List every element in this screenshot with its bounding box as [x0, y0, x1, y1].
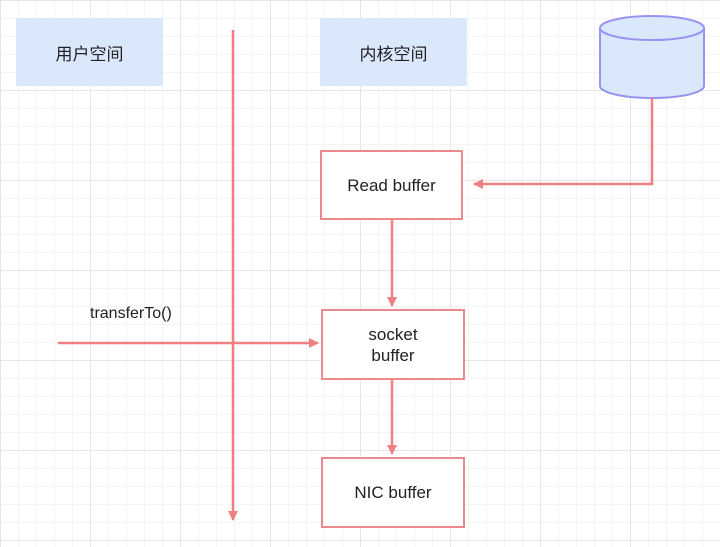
nic-buffer-label: NIC buffer [354, 483, 432, 502]
socket-buffer-label-line1: socket [368, 324, 418, 344]
user-space-text: 用户空间 [55, 44, 124, 64]
kernel-space-label: 内核空间 [320, 18, 467, 86]
socket-buffer-label-line2: buffer [371, 345, 415, 365]
disk-to-read-buffer-arrow [473, 98, 654, 189]
socket-buffer-node: socket buffer [321, 309, 465, 380]
disk-icon [599, 15, 705, 99]
nic-buffer-node: NIC buffer [321, 457, 465, 528]
kernel-space-text: 内核空间 [359, 44, 428, 64]
read-buffer-label: Read buffer [347, 175, 436, 195]
transfer-call-label: transferTo() [90, 305, 172, 322]
read-buffer-node: Read buffer [320, 150, 463, 220]
user-space-label: 用户空间 [16, 18, 163, 86]
